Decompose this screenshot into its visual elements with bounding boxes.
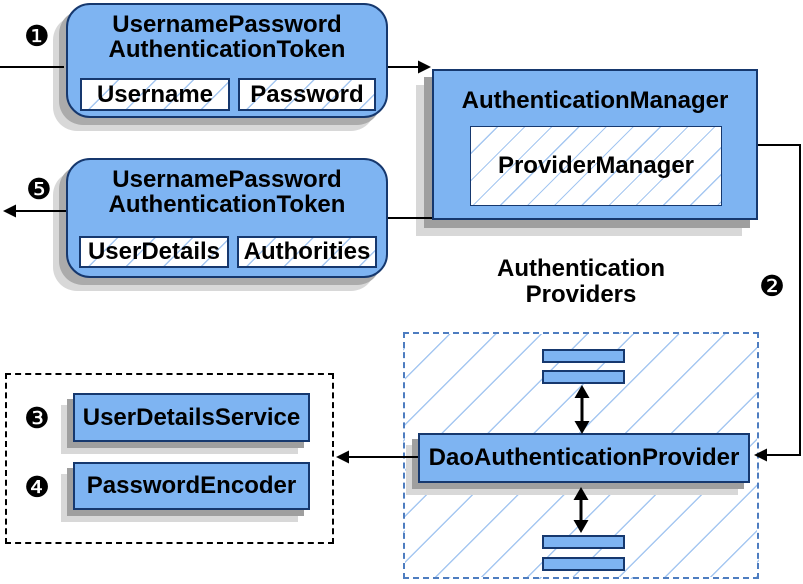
- provider-stack-bar-bottom-1: [542, 535, 625, 549]
- username-field: Username: [80, 78, 230, 111]
- password-field: Password: [238, 78, 376, 111]
- step-4-badge: ❹: [24, 470, 50, 504]
- dao-authentication-provider-box: DaoAuthenticationProvider: [418, 433, 750, 483]
- outgoing-result-arrow: [3, 204, 66, 218]
- authentication-manager-box: AuthenticationManager ProviderManager: [432, 69, 758, 220]
- authentication-providers-label-line2: Providers: [525, 281, 637, 308]
- authentication-manager-title: AuthenticationManager: [461, 87, 729, 114]
- step-5-badge: ❺: [26, 172, 52, 206]
- userdetails-field: UserDetails: [79, 236, 229, 268]
- user-details-service-box: UserDetailsService: [73, 393, 310, 442]
- step-3-badge: ❸: [24, 401, 50, 435]
- provider-stack-bar-bottom-2: [542, 557, 625, 571]
- provider-stack-bar-top-2: [542, 370, 625, 384]
- request-token-title: UsernamePassword AuthenticationToken: [68, 12, 386, 62]
- request-token-title-line1: UsernamePassword: [112, 11, 342, 38]
- collaborators-zone: [5, 373, 334, 544]
- token-to-manager-arrow: [388, 60, 431, 74]
- request-token-box: UsernamePassword AuthenticationToken Use…: [66, 3, 388, 118]
- authorities-field: Authorities: [237, 236, 377, 268]
- result-token-title: UsernamePassword AuthenticationToken: [68, 167, 386, 217]
- step-2-badge: ❷: [759, 269, 785, 303]
- result-token-title-line1: UsernamePassword: [112, 166, 342, 193]
- step-1-badge: ❶: [24, 19, 50, 53]
- result-token-box: UsernamePassword AuthenticationToken Use…: [66, 158, 388, 278]
- result-token-title-line2: AuthenticationToken: [108, 191, 346, 218]
- request-token-title-line2: AuthenticationToken: [108, 36, 346, 63]
- password-encoder-box: PasswordEncoder: [73, 462, 310, 510]
- provider-stack-bar-top-1: [542, 349, 625, 363]
- authentication-providers-label: Authentication Providers: [431, 256, 731, 308]
- provider-manager-box: ProviderManager: [470, 126, 722, 206]
- authentication-providers-label-line1: Authentication: [497, 255, 665, 282]
- manager-to-dao-arrow: [754, 144, 801, 462]
